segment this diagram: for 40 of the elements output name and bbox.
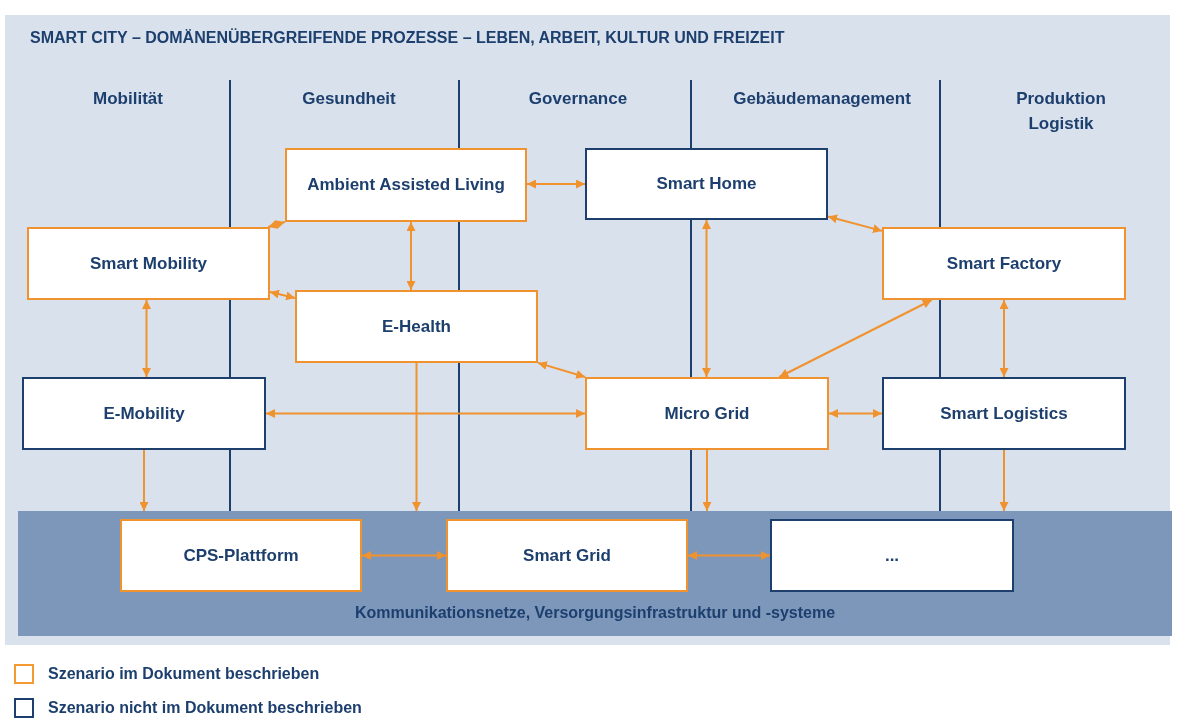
scenario-box: CPS-Plattform xyxy=(120,519,362,592)
scenario-box: ... xyxy=(770,519,1014,592)
arrow xyxy=(267,220,286,229)
band-label: Kommunikationsnetze, Versorgungsinfrastruktur und -systeme xyxy=(353,604,837,622)
scenario-box: E-Mobility xyxy=(22,377,266,450)
arrow xyxy=(999,449,1009,512)
scenario-box: Smart Factory xyxy=(882,227,1126,300)
arrow xyxy=(828,409,883,418)
arrow xyxy=(269,289,296,301)
arrow xyxy=(537,361,587,379)
arrow xyxy=(406,221,416,291)
legend-text: Szenario nicht im Dokument beschrieben xyxy=(48,699,362,717)
column-heading: Governance xyxy=(527,88,629,110)
arrow xyxy=(702,219,711,378)
arrow xyxy=(139,449,149,512)
arrow xyxy=(999,299,1009,378)
infrastructure-band xyxy=(18,511,1172,636)
scenario-box: Ambient Assisted Living xyxy=(285,148,527,222)
column-heading: Mobilität xyxy=(92,88,164,110)
arrow xyxy=(526,179,586,189)
arrow xyxy=(702,449,712,512)
column-heading: Produktion Logistik xyxy=(1015,88,1107,135)
scenario-box: Smart Home xyxy=(585,148,828,220)
scenario-box: E-Health xyxy=(295,290,538,363)
arrow xyxy=(361,551,447,560)
arrow xyxy=(265,409,586,418)
arrow xyxy=(142,299,151,378)
domain-panel xyxy=(5,15,1170,645)
panel-title: SMART CITY – DOMÄNENÜBERGREIFENDE PROZESSE – LEBEN, ARBEIT, KULTUR UND FREIZEIT xyxy=(30,29,785,47)
scenario-box: Smart Mobility xyxy=(27,227,270,300)
arrow xyxy=(412,362,421,512)
arrow xyxy=(827,214,883,233)
column-heading: Gebäudemanagement xyxy=(732,88,912,110)
scenario-box: Smart Grid xyxy=(446,519,688,592)
arrow xyxy=(778,299,933,378)
scenario-box: Smart Logistics xyxy=(882,377,1126,450)
scenario-box: Micro Grid xyxy=(585,377,829,450)
legend-text: Szenario im Dokument beschrieben xyxy=(48,665,320,683)
column-heading: Gesundheit xyxy=(301,88,397,110)
arrow xyxy=(687,551,771,560)
